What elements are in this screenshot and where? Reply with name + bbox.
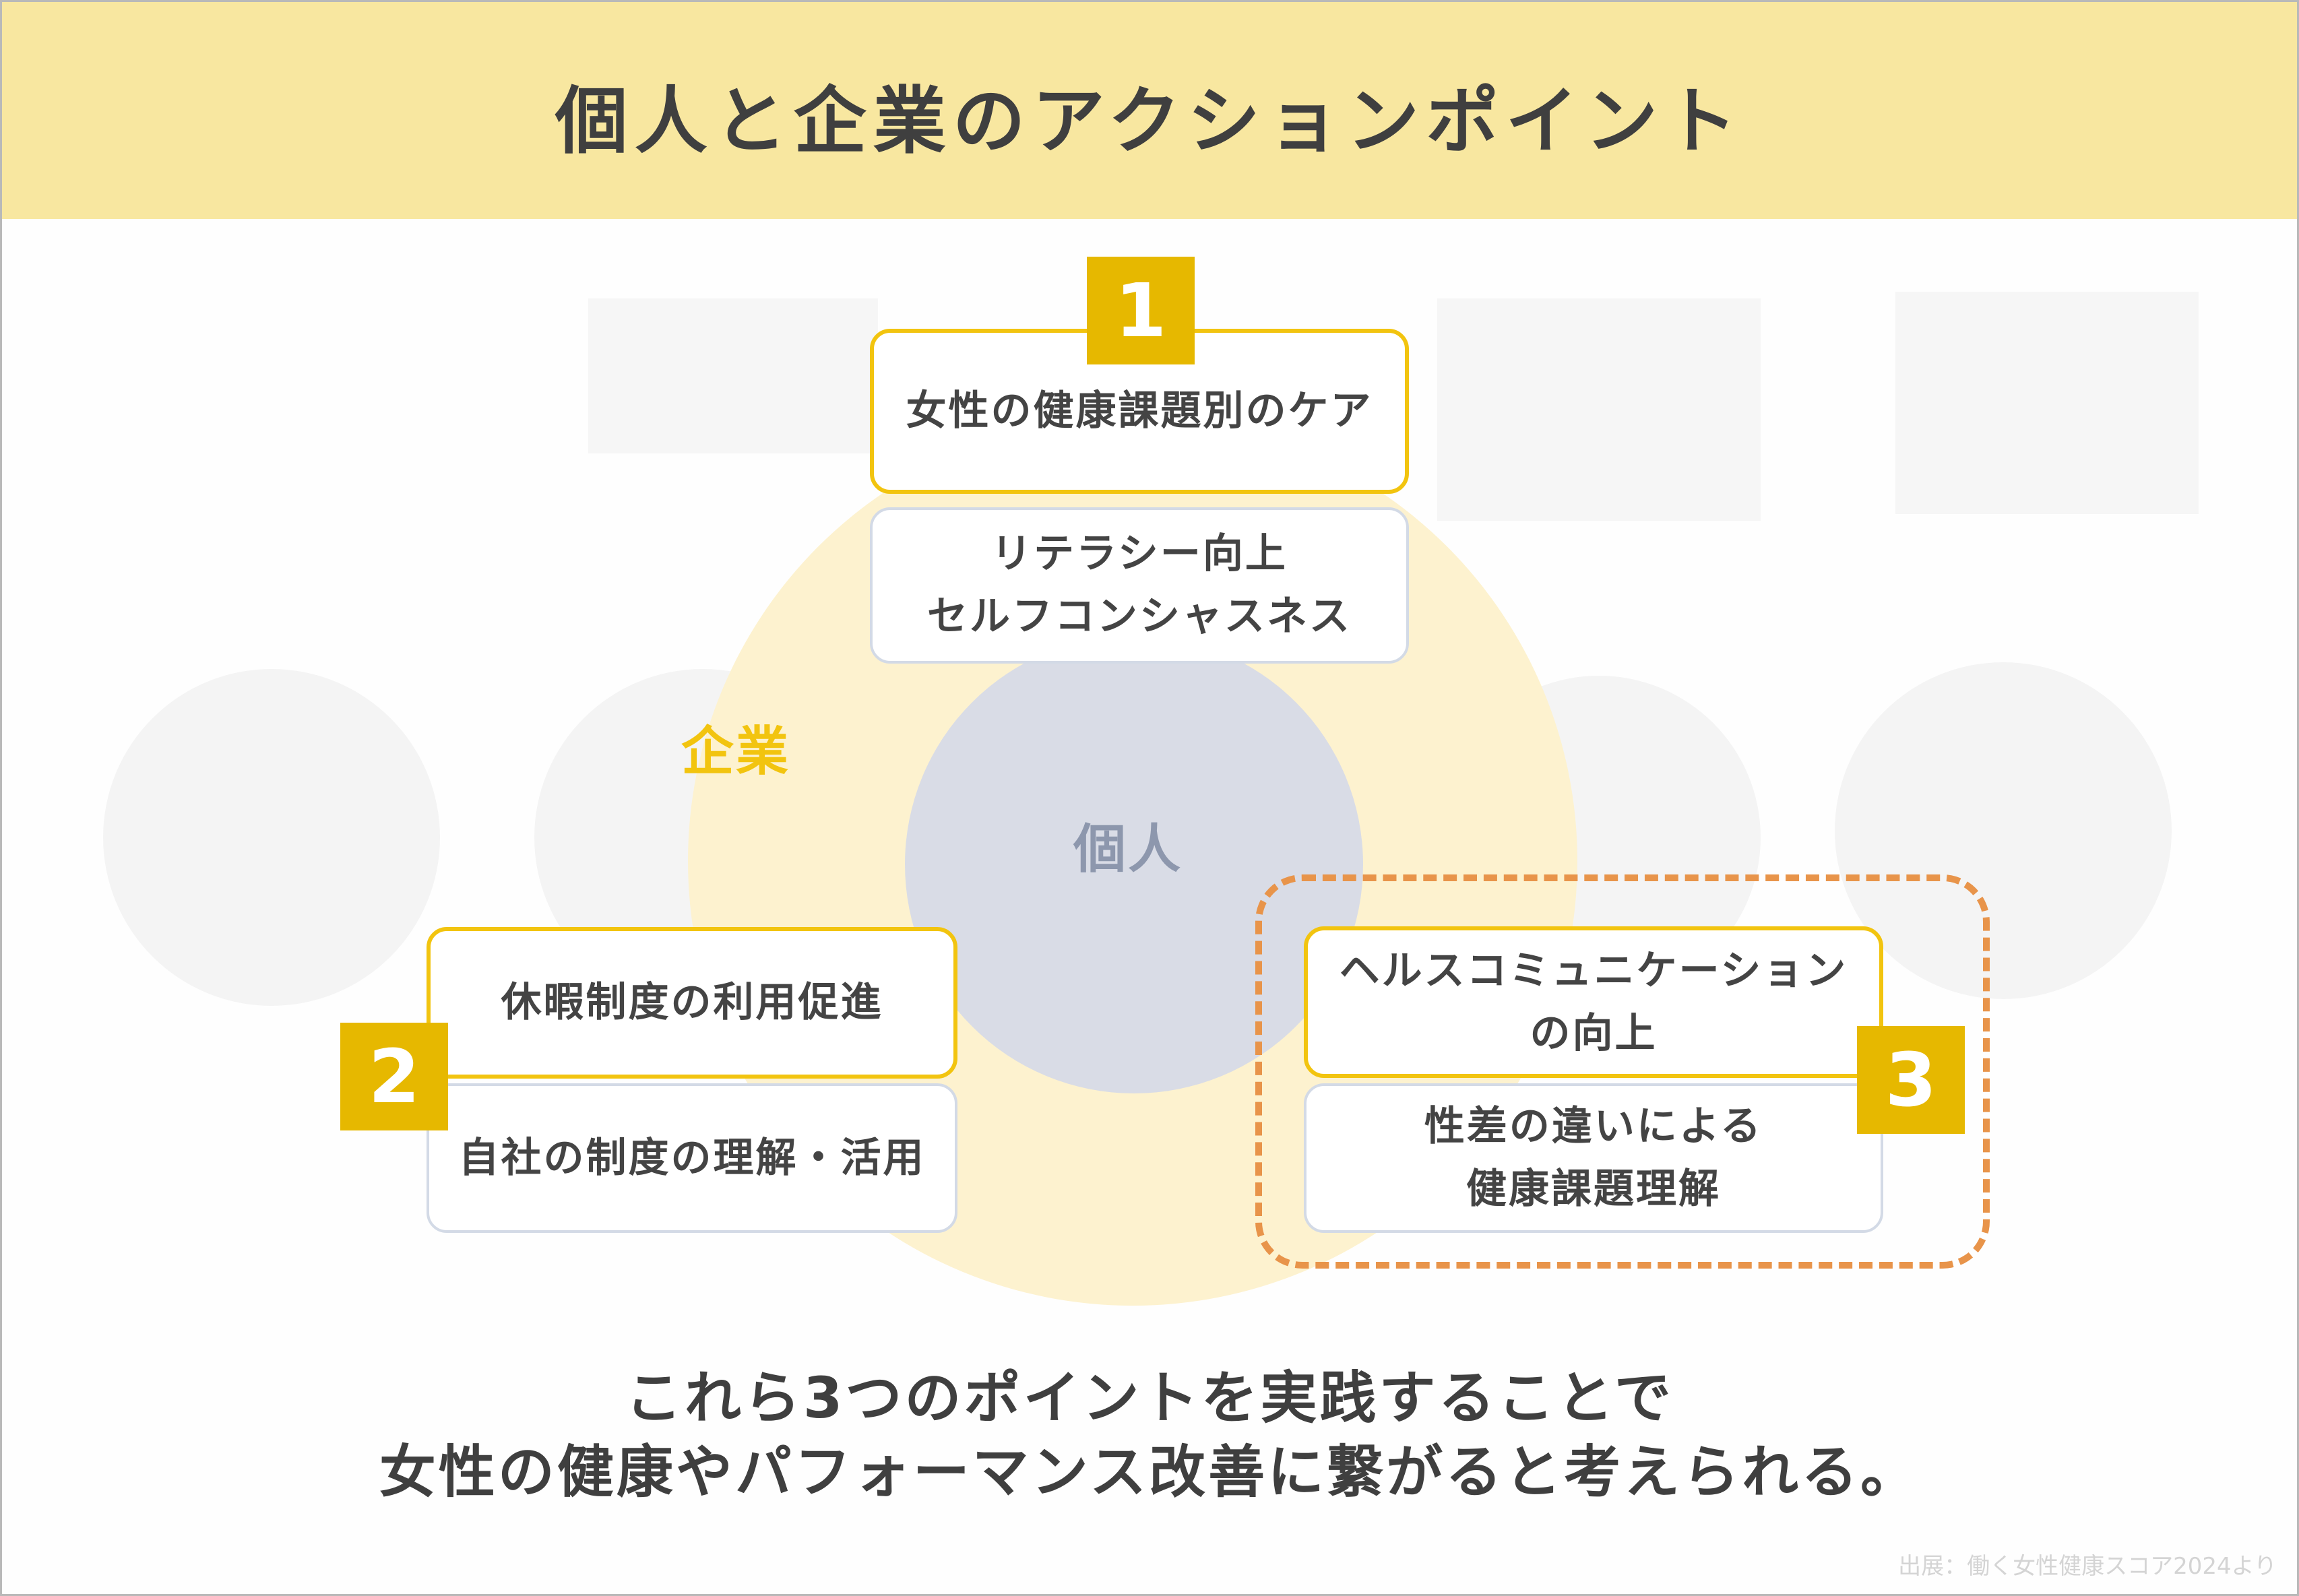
point-3-primary-line: ヘルスコミュニケーション <box>1339 947 1848 994</box>
background-decoration <box>1835 662 2172 999</box>
point-1-number-badge: 1 <box>1087 257 1195 364</box>
point-2-primary-box: 休暇制度の利用促進 <box>427 927 957 1079</box>
point-3-primary-box: ヘルスコミュニケーション の向上 <box>1304 926 1883 1078</box>
background-decoration <box>588 298 878 453</box>
background-decoration <box>1437 298 1761 521</box>
point-3-secondary-line: 性差の違いによる <box>1424 1103 1763 1150</box>
conclusion-line-1: これら3つのポイントを実践することで <box>625 1365 1674 1431</box>
highlight-dashed-frame <box>1255 874 1990 1269</box>
point-2-number-badge: 2 <box>340 1023 448 1130</box>
company-label: 企業 <box>681 722 791 782</box>
point-2-primary-text: 休暇制度の利用促進 <box>501 979 883 1026</box>
point-1-secondary-line: セルフコンシャスネス <box>927 593 1352 640</box>
source-note: 出展：働く女性健康スコア2024より <box>1898 1553 2277 1580</box>
point-2-secondary-text: 自社の制度の理解・活用 <box>458 1134 926 1182</box>
conclusion-line-2: 女性の健康やパフォーマンス改善に繋がると考えられる。 <box>379 1439 1920 1505</box>
point-3-number-badge: 3 <box>1857 1026 1965 1134</box>
point-1-secondary-box: リテラシー向上 セルフコンシャスネス <box>870 507 1409 664</box>
point-2-secondary-box: 自社の制度の理解・活用 <box>427 1083 957 1233</box>
individual-label: 個人 <box>1073 819 1183 880</box>
page-title: 個人と企業のアクションポイント <box>555 79 1744 164</box>
point-1-secondary-line: リテラシー向上 <box>991 530 1288 577</box>
point-1-primary-text: 女性の健康課題別のケア <box>906 387 1373 435</box>
individual-circle <box>905 635 1363 1093</box>
point-3-primary-line: の向上 <box>1530 1009 1658 1057</box>
background-decoration <box>103 669 440 1006</box>
point-3-secondary-box: 性差の違いによる 健康課題理解 <box>1304 1083 1883 1233</box>
point-3-secondary-line: 健康課題理解 <box>1466 1166 1721 1213</box>
title-banner: 個人と企業のアクションポイント <box>2 2 2297 219</box>
background-decoration <box>1895 292 2199 514</box>
